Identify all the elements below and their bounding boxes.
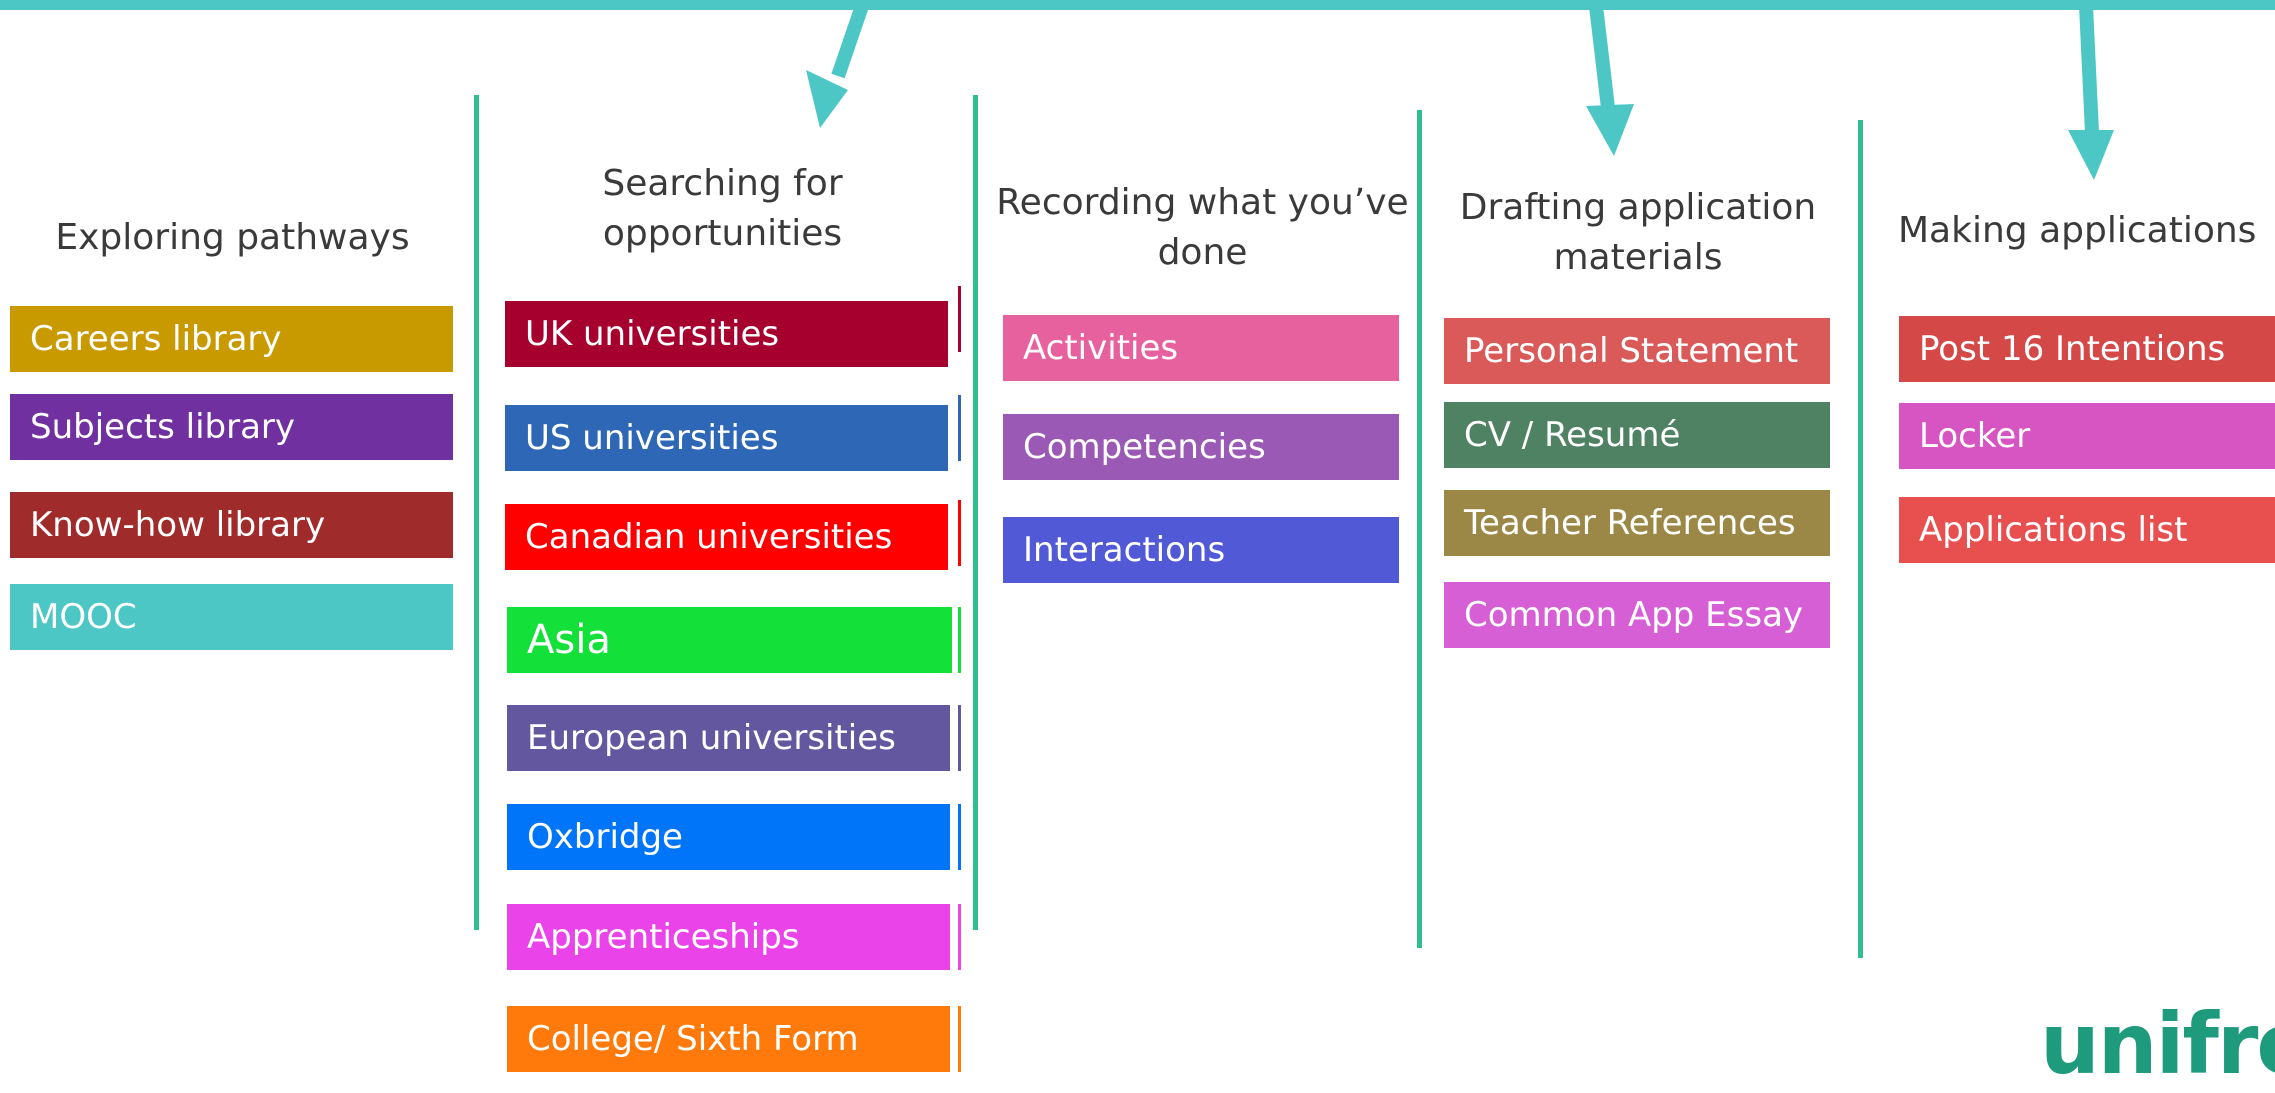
arrow-to-drafting [1586,5,1634,156]
applications-list-button[interactable]: Applications list [1899,497,2275,563]
drafting-title-line-2: materials [1553,237,1723,278]
competencies-button[interactable]: Competencies [1003,414,1399,480]
edge-college [958,1006,961,1072]
common-app-essay-button[interactable]: Common App Essay [1444,582,1830,648]
asia-button[interactable]: Asia [507,607,952,673]
interactions-button[interactable]: Interactions [1003,517,1399,583]
us-universities-button[interactable]: US universities [505,405,948,471]
locker-button[interactable]: Locker [1899,403,2275,469]
recording-title-line-1: Recording what you’ve [996,182,1409,223]
european-universities-button[interactable]: European universities [507,705,950,771]
arrow-to-searching [806,3,869,128]
drafting-heading: Drafting application materials [1420,183,1856,283]
recording-heading: Recording what you’ve done [980,178,1425,278]
know-how-library-button[interactable]: Know-how library [10,492,453,558]
recording-title-line-2: done [1157,232,1248,273]
divider-3 [1417,110,1422,948]
subjects-library-button[interactable]: Subjects library [10,394,453,460]
apprenticeships-button[interactable]: Apprenticeships [507,904,950,970]
oxbridge-button[interactable]: Oxbridge [507,804,950,870]
edge-asia [958,607,961,673]
exploring-pathways-title: Exploring pathways [55,217,410,258]
edge-european [958,705,961,771]
college-sixth-form-button[interactable]: College/ Sixth Form [507,1006,950,1072]
exploring-pathways-heading: Exploring pathways [10,213,455,263]
edge-us [958,395,961,461]
edge-apprenticeships [958,904,961,970]
divider-4 [1858,120,1863,958]
teacher-references-button[interactable]: Teacher References [1444,490,1830,556]
personal-statement-button[interactable]: Personal Statement [1444,318,1830,384]
making-applications-heading: Making applications [1880,206,2275,256]
uk-universities-button[interactable]: UK universities [505,301,948,367]
searching-opportunities-heading: Searching for opportunities [500,159,945,259]
activities-button[interactable]: Activities [1003,315,1399,381]
divider-2 [973,95,978,930]
making-applications-title: Making applications [1898,210,2257,251]
searching-title-line-1: Searching for [602,163,843,204]
searching-title-line-2: opportunities [602,213,843,254]
top-bar [0,0,2275,10]
canadian-universities-button[interactable]: Canadian universities [505,504,948,570]
mooc-button[interactable]: MOOC [10,584,453,650]
unifrog-logo: unifro [2040,995,2275,1093]
drafting-title-line-1: Drafting application [1459,187,1817,228]
post-16-intentions-button[interactable]: Post 16 Intentions [1899,316,2275,382]
edge-uk [958,286,961,352]
edge-canadian [958,500,961,566]
cv-resume-button[interactable]: CV / Resumé [1444,402,1830,468]
arrow-to-making [2068,5,2114,180]
careers-library-button[interactable]: Careers library [10,306,453,372]
divider-1 [474,95,479,930]
edge-oxbridge [958,804,961,870]
